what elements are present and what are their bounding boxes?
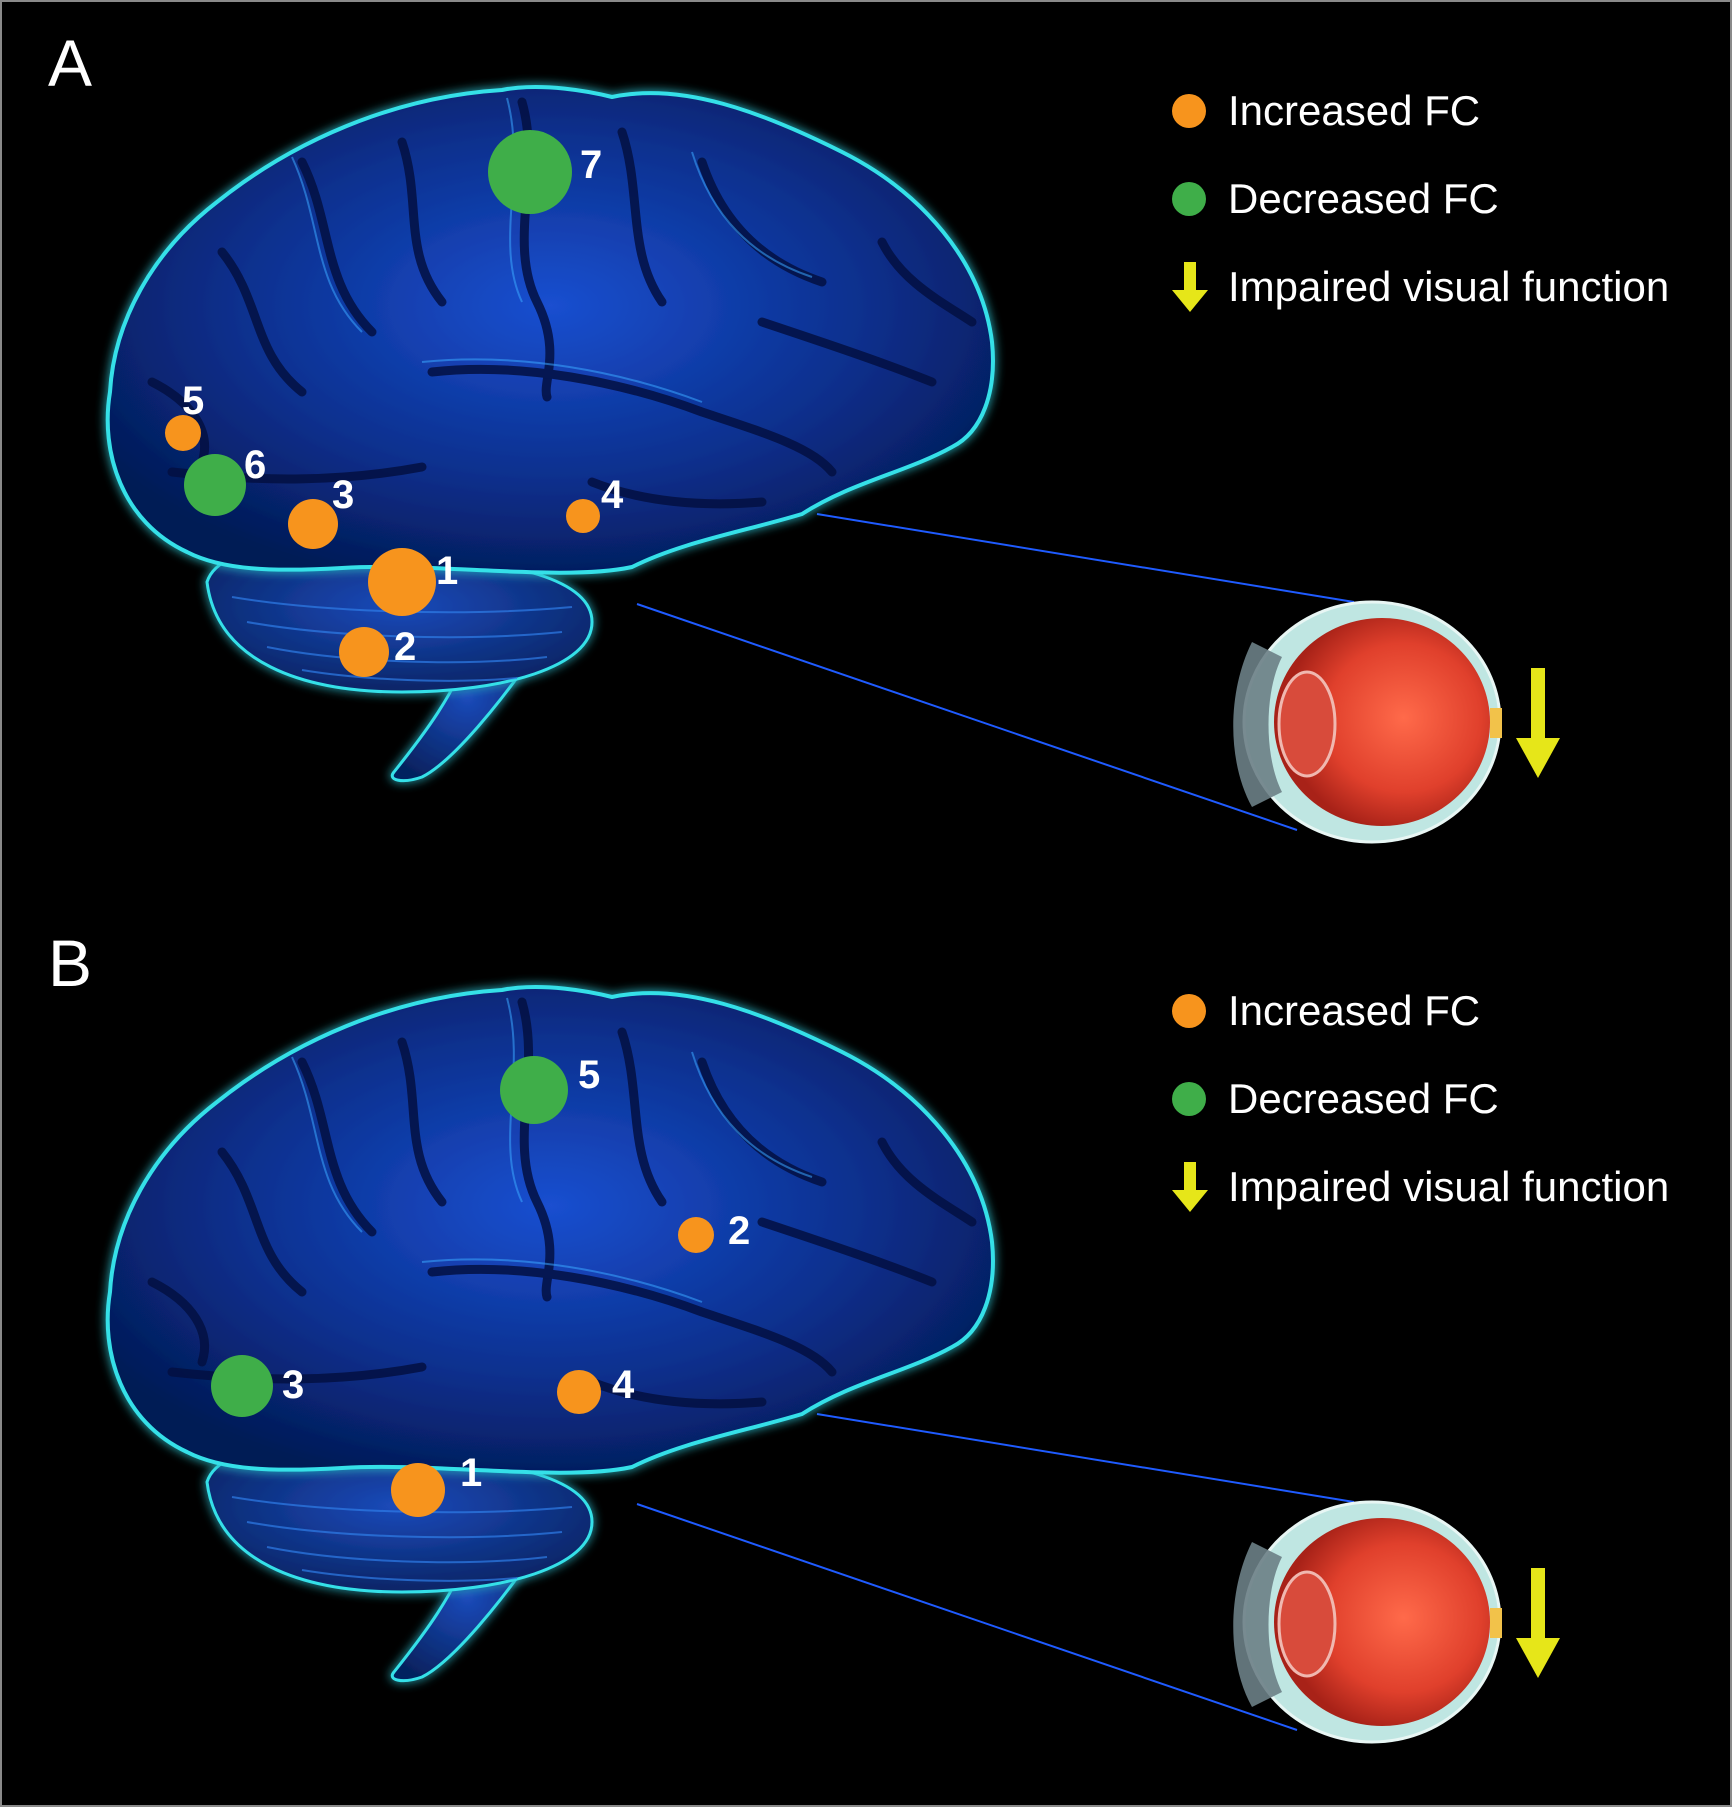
region-label: 1 xyxy=(436,549,458,593)
panel-letter: B xyxy=(48,926,93,1000)
region-3: 3 xyxy=(288,473,354,549)
legend-label: Impaired visual function xyxy=(1228,1163,1670,1210)
legend-label: Increased FC xyxy=(1228,87,1481,134)
region-marker xyxy=(557,1370,601,1414)
region-marker xyxy=(368,548,436,616)
brain-icon xyxy=(105,85,995,783)
region-4: 4 xyxy=(566,473,624,533)
panel-a-scene: 1 2 3 4 5 6 7 xyxy=(105,85,1560,844)
brain-icon xyxy=(105,985,995,1683)
legend-item-impaired: Impaired visual function xyxy=(1168,258,1728,358)
region-1: 1 xyxy=(391,1451,482,1517)
eyeball-cross-section-icon xyxy=(1233,600,1502,844)
projection-line-lower xyxy=(636,1503,1298,1731)
region-marker xyxy=(500,1056,568,1124)
legend-item-increased: Increased FC xyxy=(1168,982,1728,1070)
down-arrow-icon xyxy=(1516,1568,1560,1678)
down-arrow-icon xyxy=(1172,1162,1208,1212)
orange-dot-icon xyxy=(1172,94,1206,128)
legend-label: Impaired visual function xyxy=(1228,263,1670,310)
region-label: 3 xyxy=(282,1363,304,1407)
projection-line-upper xyxy=(816,513,1355,603)
region-5: 5 xyxy=(165,379,204,451)
legend-item-decreased: Decreased FC xyxy=(1168,170,1728,258)
legend-label: Increased FC xyxy=(1228,987,1481,1034)
region-label: 5 xyxy=(578,1053,600,1097)
orange-dot-icon xyxy=(1172,994,1206,1028)
panel-b-scene: 1 2 3 4 5 xyxy=(105,985,1560,1744)
region-label: 2 xyxy=(728,1209,750,1253)
region-6: 6 xyxy=(184,443,266,516)
region-marker xyxy=(184,454,246,516)
region-label: 5 xyxy=(182,379,204,423)
projection-line-lower xyxy=(636,603,1298,831)
legend: Increased FC Decreased FC Impaired visua… xyxy=(1168,82,1728,358)
panel-letter: A xyxy=(48,26,93,100)
region-2: 2 xyxy=(678,1209,750,1253)
region-marker xyxy=(488,130,572,214)
region-label: 4 xyxy=(601,473,624,517)
legend-label: Decreased FC xyxy=(1228,1075,1499,1122)
region-3: 3 xyxy=(211,1355,304,1417)
legend-item-increased: Increased FC xyxy=(1168,82,1728,170)
region-label: 3 xyxy=(332,473,354,517)
legend-label: Decreased FC xyxy=(1228,175,1499,222)
region-label: 2 xyxy=(394,625,416,669)
region-label: 1 xyxy=(460,1451,482,1495)
region-7: 7 xyxy=(488,130,602,214)
legend: Increased FC Decreased FC Impaired visua… xyxy=(1168,982,1728,1258)
region-1: 1 xyxy=(368,548,458,616)
region-marker xyxy=(566,499,600,533)
down-arrow-icon xyxy=(1516,668,1560,778)
region-marker xyxy=(339,627,389,677)
eyeball-cross-section-icon xyxy=(1233,1500,1502,1744)
region-4: 4 xyxy=(557,1363,635,1414)
legend-item-decreased: Decreased FC xyxy=(1168,1070,1728,1158)
region-label: 7 xyxy=(580,143,602,187)
region-marker xyxy=(211,1355,273,1417)
down-arrow-icon xyxy=(1172,262,1208,312)
green-dot-icon xyxy=(1172,182,1206,216)
region-label: 4 xyxy=(612,1363,635,1407)
panel-b: 1 2 3 4 5 B Increased FC xyxy=(2,902,1732,1802)
region-marker xyxy=(288,499,338,549)
region-2: 2 xyxy=(339,625,416,677)
projection-line-upper xyxy=(816,1413,1355,1503)
green-dot-icon xyxy=(1172,1082,1206,1116)
panel-a: 1 2 3 4 5 6 7 xyxy=(2,2,1732,902)
region-marker xyxy=(165,415,201,451)
region-label: 6 xyxy=(244,443,266,487)
legend-item-impaired: Impaired visual function xyxy=(1168,1158,1728,1258)
region-5: 5 xyxy=(500,1053,600,1124)
region-marker xyxy=(391,1463,445,1517)
region-marker xyxy=(678,1217,714,1253)
